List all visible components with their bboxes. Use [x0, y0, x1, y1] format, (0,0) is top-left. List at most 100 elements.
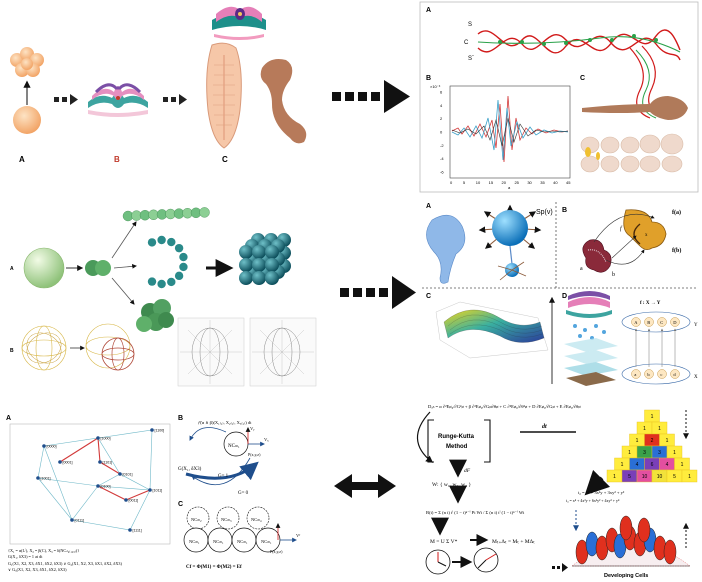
neural-plate-section	[88, 83, 148, 117]
df-label: dF	[464, 468, 471, 474]
row2-panel-a: A	[426, 203, 431, 210]
row3-left-panel: A [0000][1000][1100][0001][1101][0101][1…	[6, 415, 300, 573]
pascal-value: 1	[636, 438, 639, 444]
y-tick-label: 2	[440, 116, 443, 121]
big-arrow-row2	[340, 276, 416, 309]
pascal-value: 1	[688, 474, 691, 480]
graph-node-label: [0101]	[123, 473, 133, 477]
g-label: G(X₁, δX3)	[178, 467, 202, 472]
cell-cube	[239, 233, 291, 285]
vec-vx: Vₓ	[264, 437, 269, 442]
functor-node-bottom-label: b	[647, 372, 650, 377]
graph-node	[96, 436, 100, 440]
x-tick-label: 10	[476, 180, 481, 185]
vec-p: P(x,y,z)	[248, 452, 261, 458]
g1-label: G= 1	[218, 474, 229, 479]
pde-equation: Dₐₙ = α ∂²Eø₀/∂G²ø + β ∂²Eø₀/∂Gø∂θø + C …	[428, 404, 581, 409]
mapping-diagram	[582, 209, 667, 273]
vec-vy: Vᵧ	[250, 426, 255, 432]
x-tick-label: 25	[514, 180, 519, 185]
x-tick-label: 5	[463, 180, 466, 185]
pascal-cell	[681, 469, 698, 483]
pascal-value: 1	[673, 450, 676, 456]
panel-c-label: C	[580, 75, 585, 82]
functor-node-bottom-label: a	[634, 372, 636, 377]
b-top-formula: ƒ̃(α ∧ β)(X₁₍₁₎, X₂₍₁₎, X₃₍₁₎) dt	[198, 420, 252, 426]
functor-node-bottom	[631, 369, 641, 379]
sp-label: Sp(v)	[536, 209, 553, 216]
pascal-value: 5	[673, 474, 676, 480]
clock-2	[473, 547, 499, 573]
arc-cell	[147, 277, 157, 286]
pascal-value: 10	[657, 474, 663, 480]
helix-label-s: S	[468, 22, 472, 28]
nc-m1-c2: NCₘ₁	[213, 539, 224, 544]
cell-chain	[122, 207, 210, 222]
x-tick-label: 15	[489, 180, 494, 185]
graph-node	[98, 460, 102, 464]
pascal-value: 5	[628, 474, 631, 480]
big-arrow-row1	[332, 80, 410, 113]
cube-cell	[265, 271, 279, 285]
loop-arrow	[416, 411, 434, 463]
panel-b-label: B	[426, 75, 431, 82]
w-set: W: { w₁, w₂, w₃ }	[432, 482, 471, 488]
x-tick-label: 20	[502, 180, 507, 185]
x-tick-label: 0	[450, 180, 453, 185]
pascal-value: 1	[621, 462, 624, 468]
t2-eq: t₂ = x³ + 3x²y + 3xy² + y³	[578, 490, 625, 495]
chain-cell	[199, 207, 210, 218]
pascal-value: 1	[666, 438, 669, 444]
functor-node-top-label: D	[673, 320, 677, 325]
sphere-with-arrows	[478, 204, 542, 281]
functor-node-bottom-label: d	[673, 372, 676, 377]
y-tick-label: 6	[440, 90, 443, 95]
pascal-value: 2	[651, 438, 654, 444]
graph-node-label: [1111]	[133, 529, 142, 533]
y-tick-label: 0	[440, 130, 443, 135]
map-b: b	[612, 272, 615, 278]
graph-node-label: [0001]	[63, 461, 73, 465]
single-cell	[13, 106, 41, 134]
x-tick-label: 35	[540, 180, 545, 185]
graph-node	[148, 488, 152, 492]
cube-cell	[265, 245, 279, 259]
functor-node-bottom	[644, 369, 654, 379]
row2-label-a: A	[10, 266, 14, 272]
pascal-value: 3	[658, 450, 661, 456]
branch-arrow-1	[111, 221, 137, 259]
arc-cell	[174, 243, 184, 253]
arc-cell	[179, 252, 188, 262]
row2-left-panel: A B	[10, 207, 317, 387]
x-tick-label: 45	[566, 180, 571, 185]
graph-node	[42, 444, 46, 448]
surface-plot	[435, 301, 549, 359]
label-c: C	[222, 155, 228, 164]
functor-node-top	[644, 317, 654, 327]
row3-panel-a: A	[6, 415, 11, 422]
plot-x-label: a	[508, 185, 511, 190]
branch-arrow-2	[113, 263, 137, 269]
row2-right-panel: A Sp(v) B	[422, 202, 698, 386]
graph-node	[124, 498, 128, 502]
functor-node-bottom	[657, 369, 667, 379]
formula-2: G(X₁, δX3) = 1 at dt	[8, 554, 43, 560]
neural-section-top	[212, 6, 266, 40]
rk-line2: Method	[446, 444, 468, 450]
formula-4: ∨ G₃(X1, X2, X3, δX1, δX2, δX3)	[8, 567, 67, 573]
map-fb: f(b)	[672, 247, 681, 254]
pascal-value: 1	[658, 426, 661, 432]
two-cell-stage	[85, 260, 111, 276]
graph-node-label: [1001]	[41, 477, 51, 481]
label-a: A	[19, 155, 25, 164]
embryo-brain	[260, 59, 307, 144]
graph-node-label: [1011]	[153, 489, 163, 493]
cube-cell	[239, 271, 253, 285]
vec-vt: Vᶠ	[296, 533, 300, 538]
